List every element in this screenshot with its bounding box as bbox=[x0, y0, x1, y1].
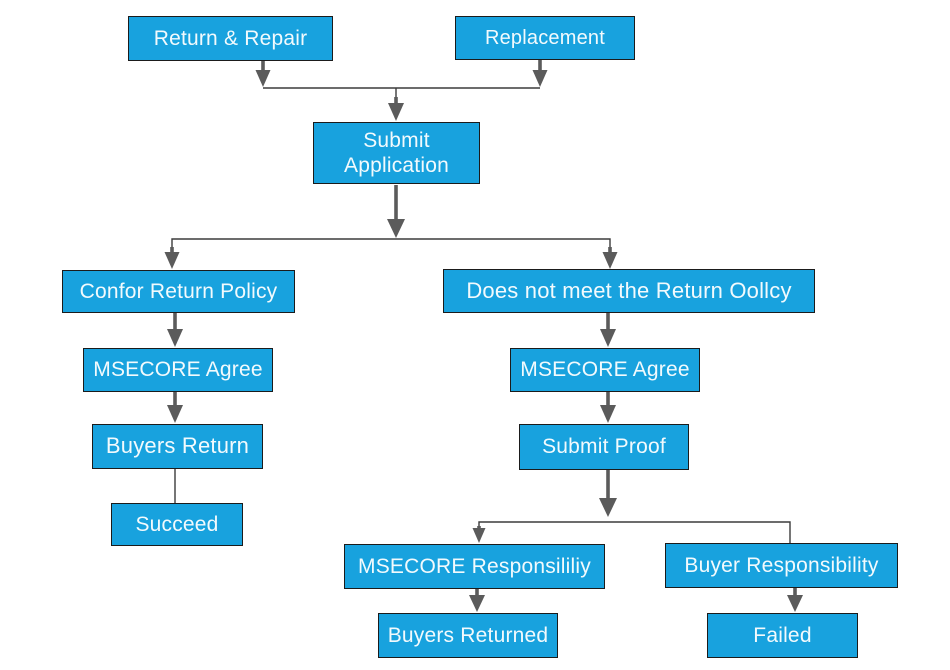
connector-msecore-agree-right-to-submit-proof bbox=[600, 392, 616, 423]
node-buyer-responsibility: Buyer Responsibility bbox=[665, 543, 898, 588]
node-failed-label: Failed bbox=[753, 623, 812, 647]
node-confor-return-policy: Confor Return Policy bbox=[62, 270, 295, 313]
connector-junction-to-submit-application bbox=[388, 97, 404, 121]
connector-confor-to-msecore-agree-left bbox=[167, 313, 183, 347]
node-confor-return-policy-label: Confor Return Policy bbox=[79, 279, 278, 303]
node-does-not-meet-policy: Does not meet the Return Oollcy bbox=[443, 269, 815, 313]
node-succeed-label: Succeed bbox=[135, 512, 219, 536]
node-buyers-return-label: Buyers Return bbox=[105, 433, 250, 459]
connector-replacement-to-junction bbox=[532, 60, 548, 87]
node-replacement: Replacement bbox=[455, 16, 635, 60]
node-failed: Failed bbox=[707, 613, 858, 658]
connector-msecore-agree-left-to-buyers-return bbox=[167, 392, 183, 423]
node-msecore-responsibility: MSECORE Responsililiy bbox=[344, 544, 605, 589]
node-return-repair: Return & Repair bbox=[128, 16, 333, 61]
node-msecore-agree-left-label: MSECORE Agree bbox=[93, 358, 263, 382]
node-submit-proof: Submit Proof bbox=[519, 424, 689, 470]
node-submit-application-label: Submit Application bbox=[344, 128, 449, 177]
connector-submit-application-to-branch bbox=[387, 185, 405, 238]
node-submit-application: Submit Application bbox=[313, 122, 480, 184]
connector-return-repair-to-junction bbox=[255, 61, 271, 87]
connector-msecore-responsibility-to-buyers-returned bbox=[469, 589, 485, 612]
connector-branch-to-msecore-responsibility bbox=[472, 526, 486, 543]
connector-branch-to-confor-return-policy bbox=[164, 247, 180, 269]
node-msecore-agree-right: MSECORE Agree bbox=[510, 348, 700, 392]
node-msecore-responsibility-label: MSECORE Responsililiy bbox=[358, 554, 591, 578]
connector-lower-branch-line bbox=[478, 521, 791, 543]
connector-branch-to-does-not-meet bbox=[602, 247, 618, 269]
connector-does-not-meet-to-msecore-agree-right bbox=[600, 313, 616, 347]
node-return-repair-label: Return & Repair bbox=[153, 26, 308, 50]
node-msecore-agree-left: MSECORE Agree bbox=[83, 348, 273, 392]
node-buyer-responsibility-label: Buyer Responsibility bbox=[684, 553, 879, 577]
node-buyers-returned-label: Buyers Returned bbox=[387, 623, 549, 647]
node-buyers-returned: Buyers Returned bbox=[378, 613, 558, 658]
node-replacement-label: Replacement bbox=[484, 27, 606, 49]
connector-top-junction-line bbox=[263, 87, 540, 98]
connector-submit-proof-to-branch bbox=[599, 470, 617, 517]
node-submit-proof-label: Submit Proof bbox=[542, 435, 666, 459]
node-buyers-return: Buyers Return bbox=[92, 424, 263, 469]
connector-branch-line bbox=[171, 238, 611, 248]
connector-buyer-responsibility-to-failed bbox=[787, 588, 803, 612]
node-msecore-agree-right-label: MSECORE Agree bbox=[520, 358, 690, 382]
node-does-not-meet-policy-label: Does not meet the Return Oollcy bbox=[466, 277, 792, 303]
node-succeed: Succeed bbox=[111, 503, 243, 546]
